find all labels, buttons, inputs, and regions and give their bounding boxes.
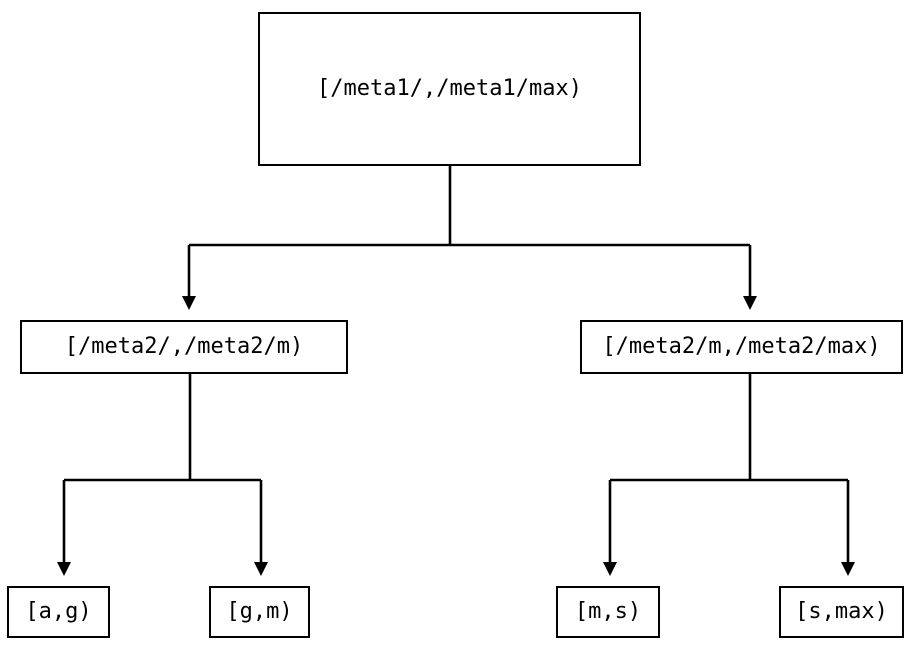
node-root-label: [/meta1/,/meta1/max) xyxy=(317,76,582,101)
node-leaf-2[interactable]: [g,m) xyxy=(209,586,310,638)
node-leaf-2-label: [g,m) xyxy=(226,599,293,624)
node-leaf-1-label: [a,g) xyxy=(25,599,92,624)
node-mid-right[interactable]: [/meta2/m,/meta2/max) xyxy=(580,320,903,374)
arrowhead-to-leaf-2 xyxy=(254,562,268,576)
node-leaf-1[interactable]: [a,g) xyxy=(7,586,110,638)
arrowhead-to-leaf-4 xyxy=(841,562,855,576)
node-mid-left-label: [/meta2/,/meta2/m) xyxy=(64,334,304,359)
node-leaf-3-label: [m,s) xyxy=(574,599,642,624)
arrowhead-to-leaf-1 xyxy=(57,562,71,576)
arrowhead-to-leaf-3 xyxy=(603,562,617,576)
node-mid-left[interactable]: [/meta2/,/meta2/m) xyxy=(20,320,348,374)
node-root[interactable]: [/meta1/,/meta1/max) xyxy=(258,12,641,166)
node-leaf-3[interactable]: [m,s) xyxy=(556,586,660,638)
node-leaf-4-label: [s,max) xyxy=(795,599,888,624)
arrowhead-to-mid-right xyxy=(743,296,757,310)
arrowhead-to-mid-left xyxy=(182,296,196,310)
node-leaf-4[interactable]: [s,max) xyxy=(779,586,904,638)
node-mid-right-label: [/meta2/m,/meta2/max) xyxy=(602,334,881,359)
